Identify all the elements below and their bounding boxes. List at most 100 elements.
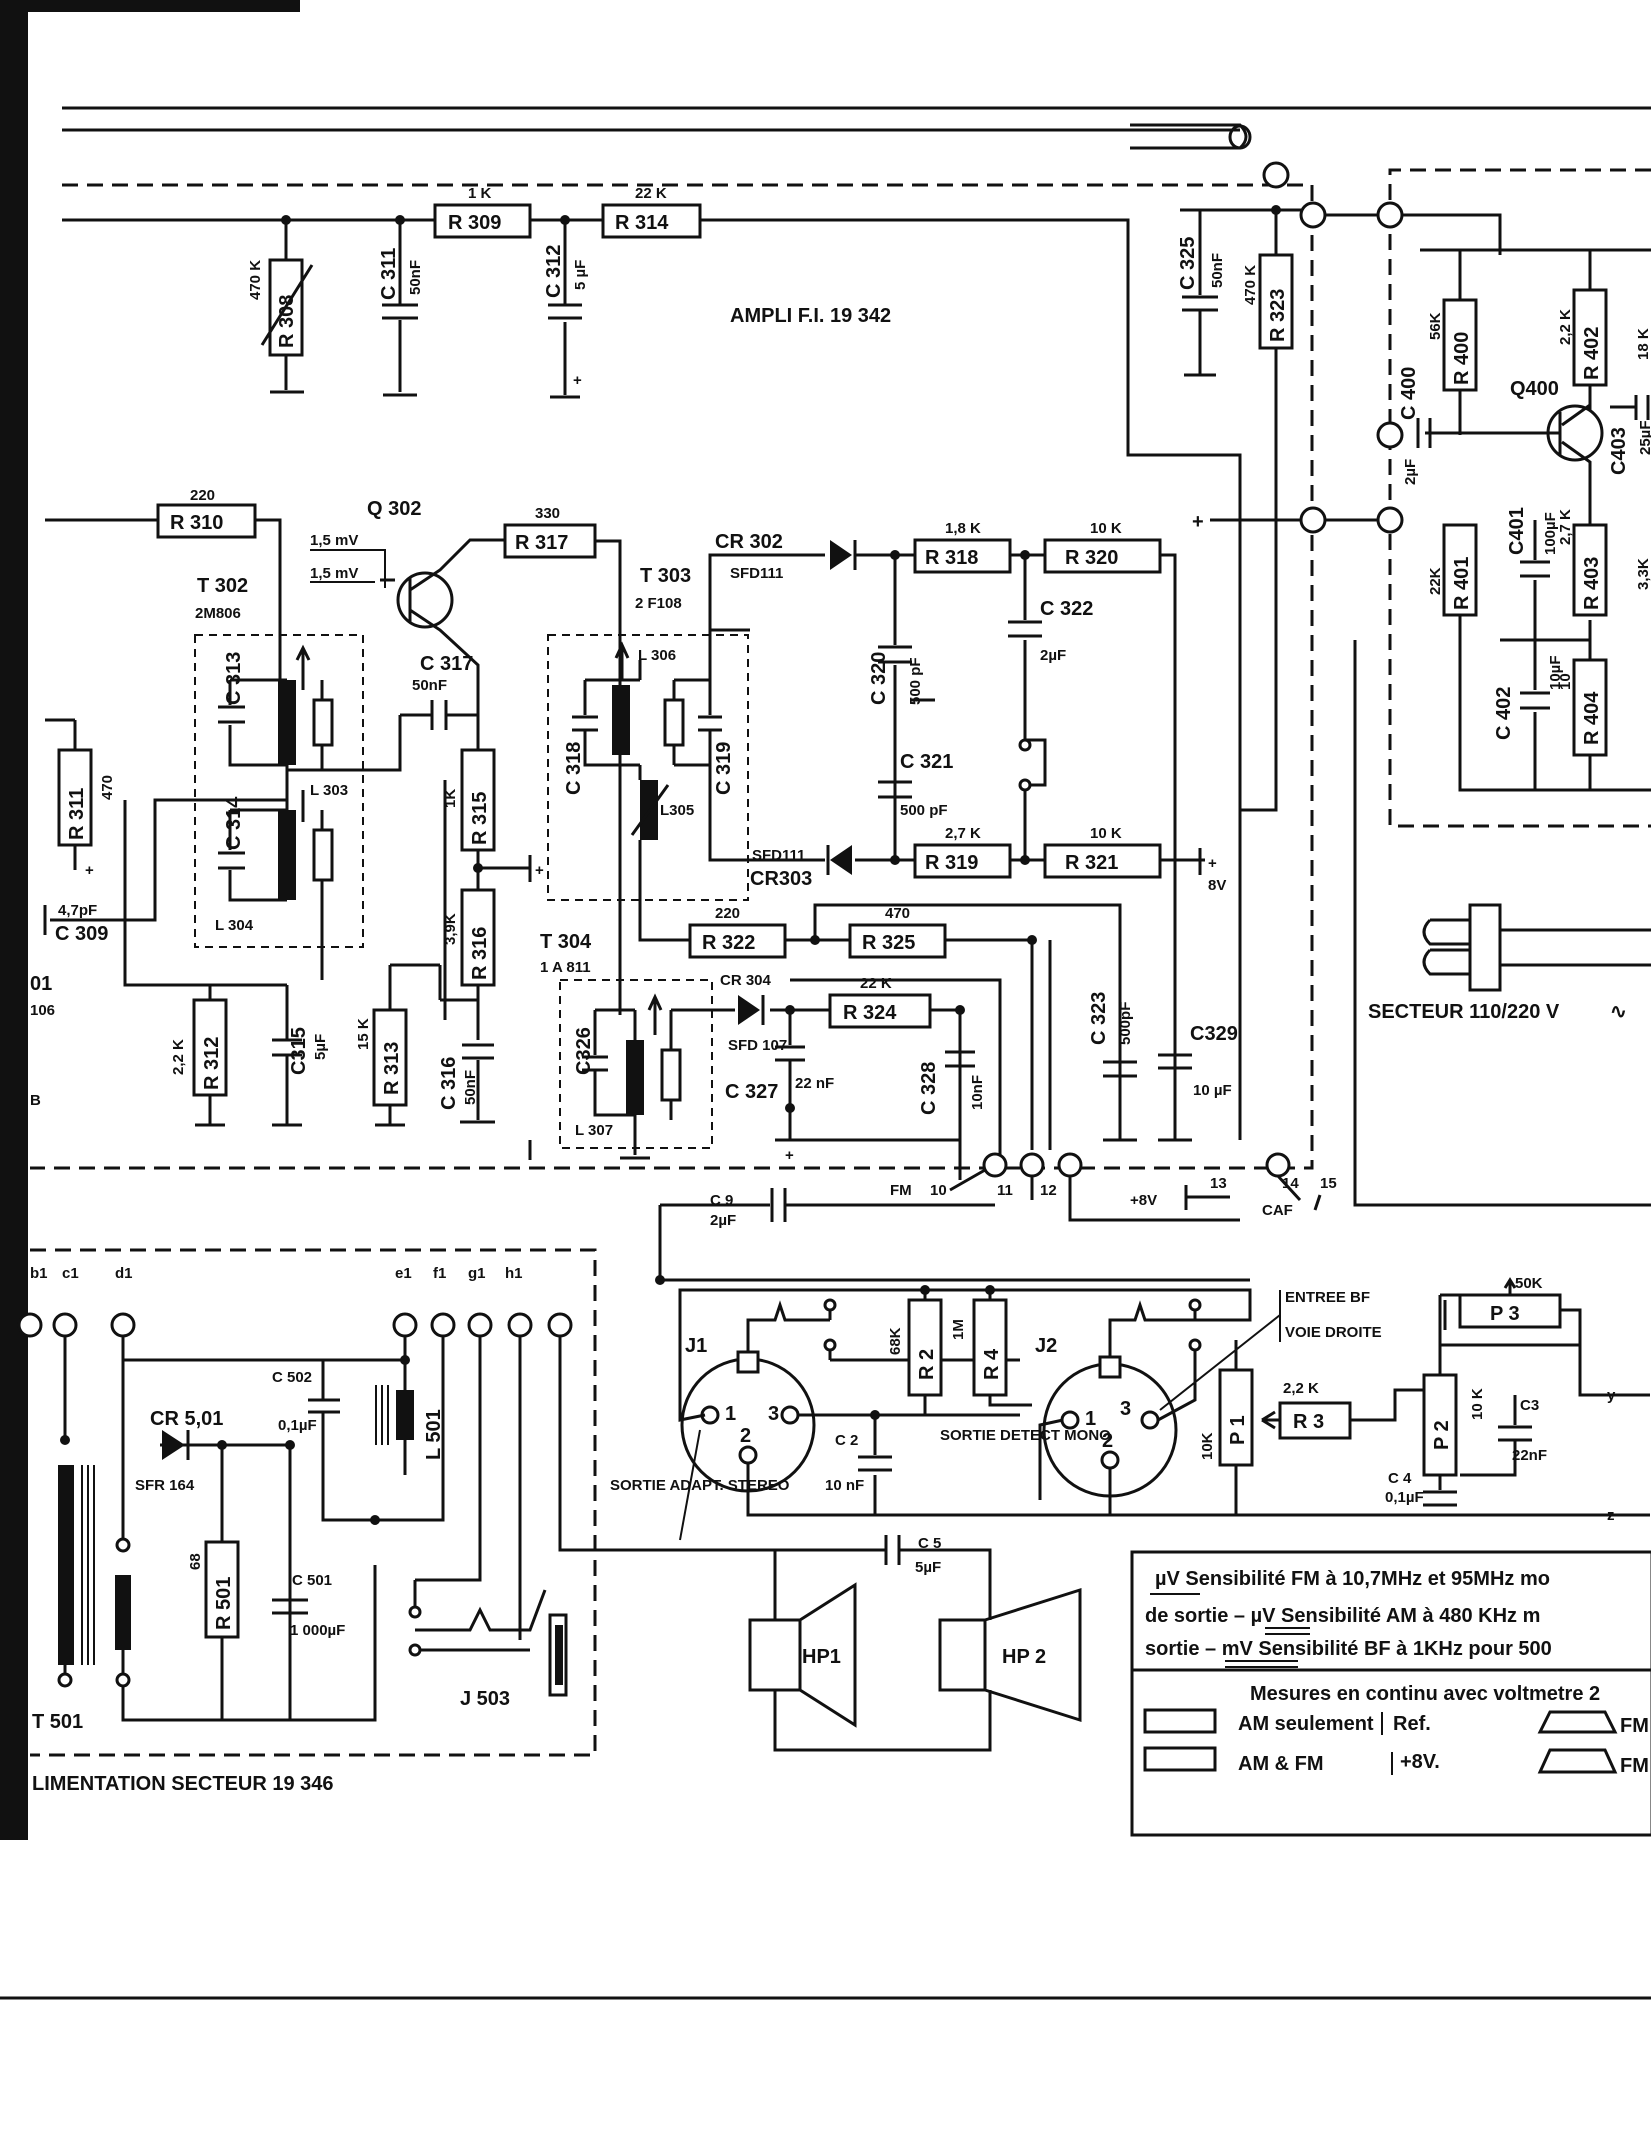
node-dot	[785, 1103, 795, 1113]
terminal[interactable]	[52, 1312, 78, 1338]
r3-label: R 3	[1293, 1411, 1324, 1433]
c9-value: 2µF	[710, 1212, 736, 1229]
capacitor-c9	[770, 1188, 787, 1222]
term-d1: d1	[115, 1265, 133, 1282]
node-dot	[57, 1672, 73, 1688]
alim-boundary	[30, 1248, 597, 1757]
j2-label: J2	[1035, 1335, 1057, 1357]
legend-fm-swatch-1	[1537, 1710, 1618, 1734]
terminal[interactable]	[1299, 506, 1327, 534]
capacitor-c501	[272, 1550, 308, 1615]
c322-value: 2µF	[1040, 647, 1066, 664]
j1-pin2	[738, 1445, 758, 1465]
entree-bf-label: ENTREE BF	[1285, 1289, 1370, 1306]
terminal[interactable]	[1262, 161, 1290, 189]
terminal[interactable]	[1376, 506, 1404, 534]
terminal[interactable]	[110, 1312, 136, 1338]
capacitor-c322	[1008, 620, 1042, 638]
terminal[interactable]	[392, 1312, 418, 1338]
c322-label: C 322	[1040, 598, 1093, 620]
capacitor-c401	[1520, 560, 1550, 578]
terminal[interactable]	[467, 1312, 493, 1338]
terminal[interactable]	[1299, 201, 1327, 229]
resistor-r317	[503, 523, 597, 559]
t501-label: T 501	[32, 1711, 83, 1733]
terminal-11[interactable]	[1019, 1152, 1045, 1178]
l304-label: L 304	[215, 917, 254, 934]
wire	[45, 518, 395, 680]
r403-value: 2,7 K	[1557, 509, 1574, 545]
node-dot	[1020, 855, 1030, 865]
capacitor-c314	[218, 851, 245, 870]
c400-label: C 400	[1398, 367, 1420, 420]
resistor-r309	[433, 203, 532, 239]
cr304-label: CR 304	[720, 972, 772, 989]
r321-label: R 321	[1065, 852, 1118, 874]
r310-value: 220	[190, 487, 215, 504]
terminal[interactable]	[507, 1312, 533, 1338]
r4-label: R 4	[981, 1348, 1003, 1380]
t304-type: 1 A 811	[540, 959, 591, 976]
terminal[interactable]	[430, 1312, 456, 1338]
coil-l303	[312, 698, 334, 747]
t302-can	[194, 634, 364, 948]
terminal[interactable]	[17, 1312, 43, 1338]
inductor-l501	[396, 1390, 414, 1440]
r314-label: R 314	[615, 212, 669, 234]
terminal-10[interactable]	[982, 1152, 1008, 1178]
terminal[interactable]	[547, 1312, 573, 1338]
p1-value: 10K	[1199, 1432, 1216, 1460]
resistor-r3	[1278, 1401, 1352, 1440]
r324-label: R 324	[843, 1002, 897, 1024]
capacitor-c313	[218, 705, 245, 724]
node-dot	[785, 1005, 795, 1015]
terminal-14[interactable]	[1265, 1152, 1291, 1178]
r318-value: 1,8 K	[945, 520, 981, 537]
r309-label: R 309	[448, 212, 501, 234]
n13: 13	[1210, 1175, 1227, 1192]
terminal[interactable]	[1376, 201, 1404, 229]
resistor-r324	[828, 993, 932, 1029]
ac-symbol: ∿	[1610, 1001, 1627, 1023]
r18k-value: 18 K	[1635, 328, 1651, 360]
capacitor-c325	[1182, 295, 1218, 312]
coil-l306-core	[612, 685, 630, 755]
legend-am-fm: AM & FM	[1238, 1753, 1324, 1775]
coax-cable	[62, 123, 1248, 150]
c501-label: C 501	[292, 1572, 332, 1589]
terminal-12[interactable]	[1057, 1152, 1083, 1178]
transformer-t501-core	[58, 1465, 74, 1665]
r404-value: 10	[1557, 673, 1574, 690]
r2-label: R 2	[916, 1349, 938, 1380]
wire	[593, 870, 730, 1155]
r311-label: R 311	[66, 788, 88, 840]
c321-value: 500 pF	[900, 802, 948, 819]
c312-value: 5 µF	[572, 260, 589, 290]
r310-label: R 310	[170, 512, 223, 534]
sortie-detect-text: SORTIE DETECT MONO	[940, 1427, 1111, 1444]
switch	[1025, 738, 1047, 787]
ground-symbol	[195, 1095, 225, 1127]
capacitor-c316	[462, 1043, 494, 1060]
capacitor-c2	[858, 1455, 892, 1472]
r319-label: R 319	[925, 852, 978, 874]
terminal[interactable]	[1376, 421, 1404, 449]
jack-contact	[408, 1643, 422, 1657]
z-label: z	[1607, 1507, 1615, 1524]
r315-label: R 315	[469, 792, 491, 845]
capacitor-c403	[1610, 395, 1650, 420]
node-dot	[1018, 738, 1032, 752]
node-dot	[1027, 935, 1037, 945]
c317-value: 50nF	[412, 677, 447, 694]
legend-line2: de sortie – µV Sensibilité AM à 480 KHz …	[1145, 1605, 1540, 1627]
fm-label: FM	[890, 1182, 912, 1199]
resistor-r319	[913, 843, 1012, 879]
signal-1: 1,5 mV	[310, 532, 358, 549]
r4-value: 1M	[950, 1319, 967, 1340]
wire	[595, 539, 622, 1015]
j503-label: J 503	[460, 1688, 510, 1710]
legend-am-only-swatch	[1143, 1708, 1217, 1734]
sortie-detect-label: SORTIE DETECT MONO	[940, 1427, 1111, 1444]
secteur-label: SECTEUR 110/220 V	[1368, 1001, 1560, 1023]
coil-l304-core	[278, 810, 296, 900]
